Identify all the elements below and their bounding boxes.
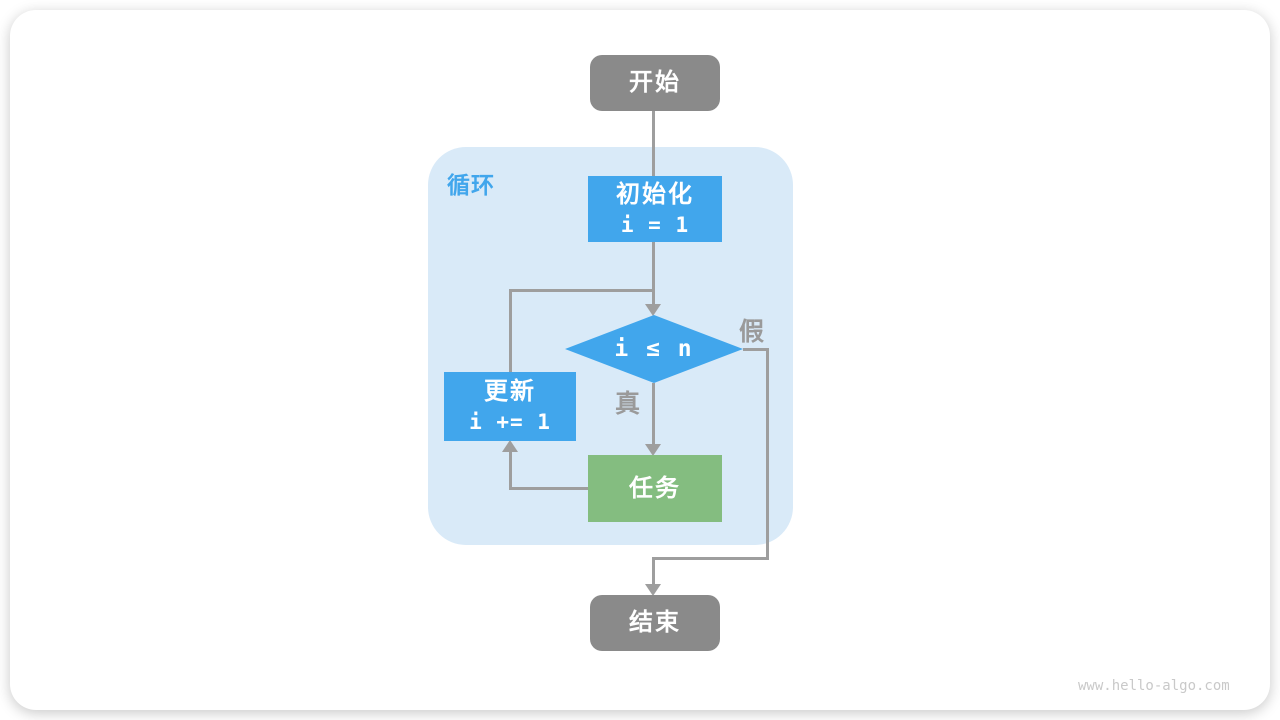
arrowhead-into-task: [645, 444, 661, 456]
edge-update-feedback-vertical: [509, 289, 512, 372]
arrowhead-into-condition: [645, 304, 661, 316]
node-initialize-code: i = 1: [620, 212, 690, 237]
node-end: 结束: [590, 595, 720, 651]
node-condition-label: i ≤ n: [614, 336, 694, 362]
node-update-code: i += 1: [469, 410, 551, 435]
edge-false-horizontal-2: [652, 557, 769, 560]
true-branch-label: 真: [615, 390, 641, 418]
node-start-label: 开始: [629, 69, 681, 96]
false-branch-label: 假: [739, 318, 765, 346]
node-update-label: 更新: [484, 378, 536, 406]
node-update: 更新 i += 1: [444, 372, 576, 441]
edge-update-feedback-horizontal: [509, 289, 655, 292]
node-initialize-label: 初始化: [616, 180, 694, 208]
arrowhead-into-end: [645, 584, 661, 596]
edge-false-horizontal-1: [743, 348, 769, 351]
edge-condition-to-task: [652, 383, 655, 444]
node-start: 开始: [590, 55, 720, 111]
node-end-label: 结束: [629, 609, 681, 636]
edge-false-vertical-2: [652, 557, 655, 584]
node-initialize: 初始化 i = 1: [588, 176, 722, 242]
arrowhead-into-update: [502, 440, 518, 452]
loop-container-label: 循环: [447, 172, 495, 198]
watermark-url: www.hello-algo.com: [1078, 678, 1230, 694]
edge-task-to-update-horizontal: [509, 487, 591, 490]
edge-task-to-update-vertical: [509, 452, 512, 490]
edge-false-vertical-1: [766, 348, 769, 560]
node-task-label: 任务: [629, 474, 681, 502]
node-task: 任务: [588, 455, 722, 522]
